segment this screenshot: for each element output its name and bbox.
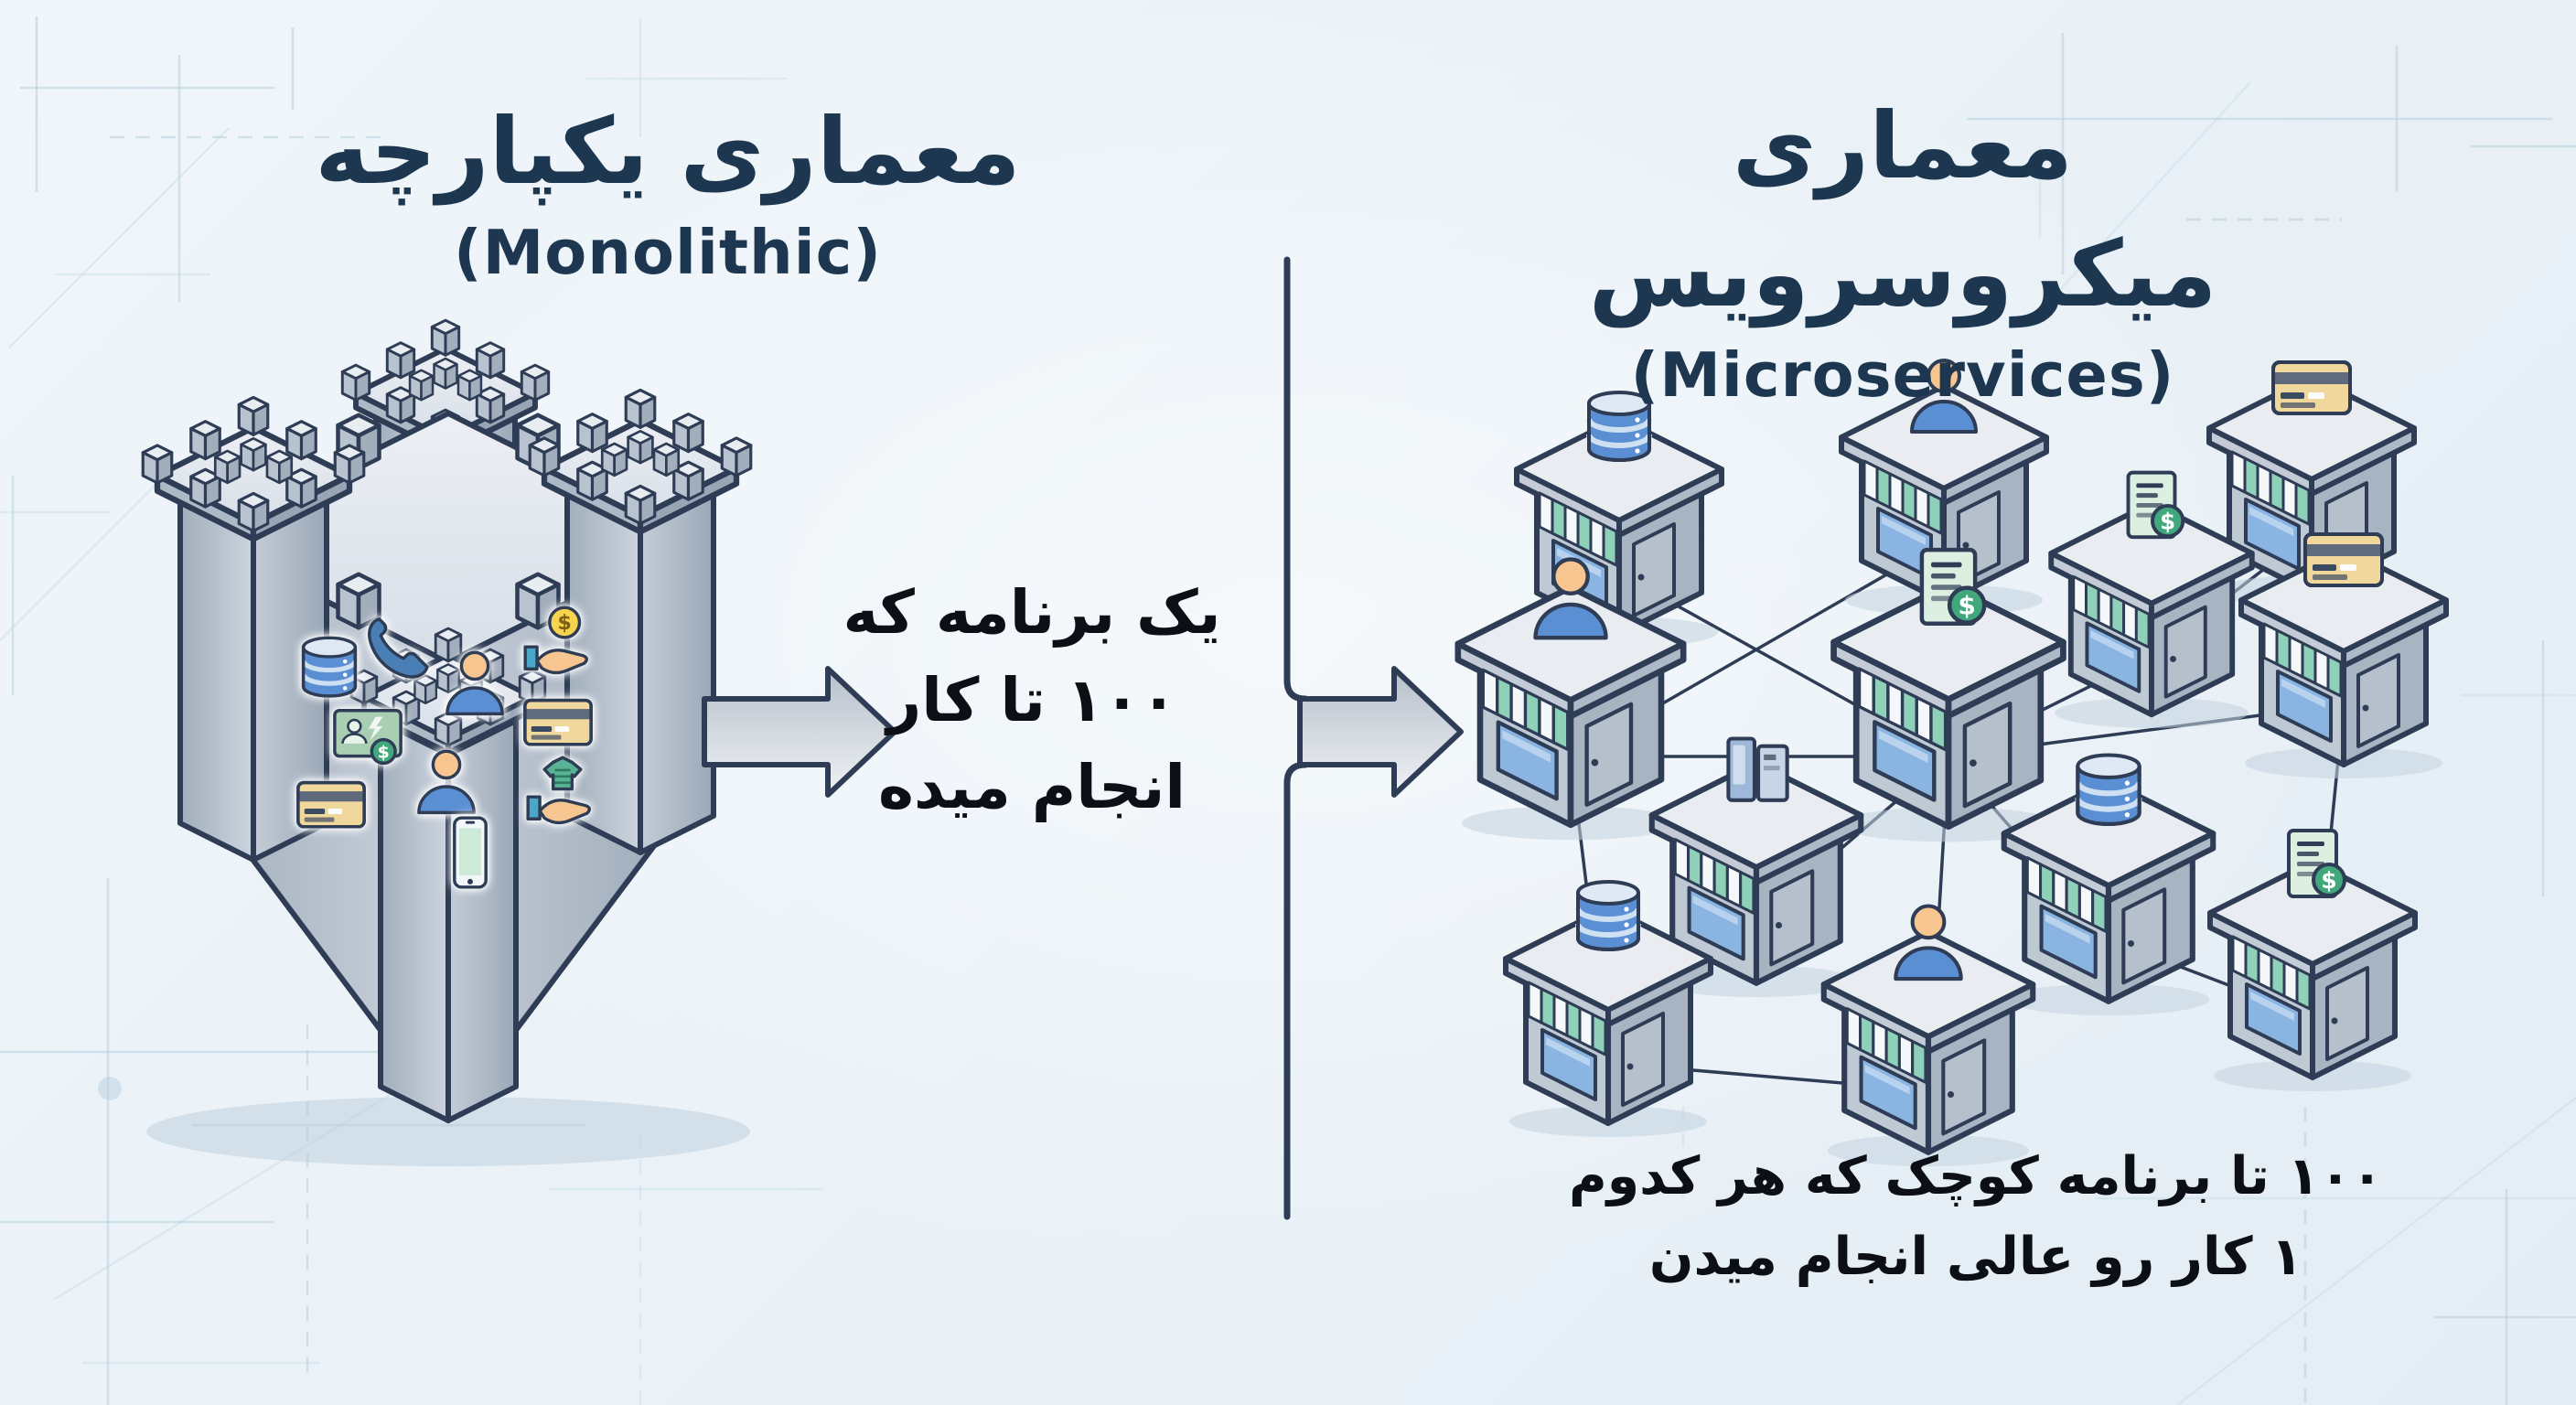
monolith-arrow-caption: یک برنامه که ۱۰۰ تا کار انجام میده [767,569,1297,831]
microservices-title: معماری میکروسرویس (Microservices) [1519,82,2287,410]
monolithic-title-fa: معماری یکپارچه [315,98,1021,205]
microservices-title-en: (Microservices) [1630,339,2175,411]
database-icon [304,638,356,696]
monolith-caption-line: انجام میده [878,752,1186,823]
id-card-icon [333,709,402,766]
castle-tower-front [351,628,545,1123]
monolith-arrow [702,666,897,798]
microservices-caption-line: ۱ کار رو عالی انجام میدن [1648,1227,2303,1288]
network-nodes [1458,359,2446,1166]
computers-icon [1728,739,1787,800]
monolithic-title-en: (Monolithic) [453,217,882,288]
monolith-castle [143,320,751,1166]
credit-card-icon [523,698,593,746]
credit-card-icon [296,780,366,829]
receipt-icon [2287,829,2346,898]
monolithic-title: معماری یکپارچه (Monolithic) [284,88,1052,287]
database-icon [1578,882,1638,949]
credit-card-icon [2303,532,2384,587]
smartphone-icon [453,816,488,889]
monolith-caption-line: ۱۰۰ تا کار [886,664,1177,735]
castle-tower-right [530,390,751,855]
microservices-title-fa: معماری میکروسرویس [1588,92,2217,327]
service-building-svc12 [2210,829,2415,1091]
database-icon [2077,755,2139,823]
castle-shadow [146,1097,750,1166]
microservices-caption-line: ۱۰۰ تا برنامه کوچک که هر کدوم [1568,1146,2384,1207]
service-building-svc9 [2004,755,2213,1015]
receipt-icon [1922,550,1984,624]
service-building-svc11 [1824,906,2033,1166]
microservices-arrow [1297,666,1464,798]
receipt-icon [2126,470,2185,540]
microservices-caption: ۱۰۰ تا برنامه کوچک که هر کدوم ۱ کار رو ع… [1555,1136,2397,1298]
monolith-caption-line: یک برنامه که [843,577,1221,648]
